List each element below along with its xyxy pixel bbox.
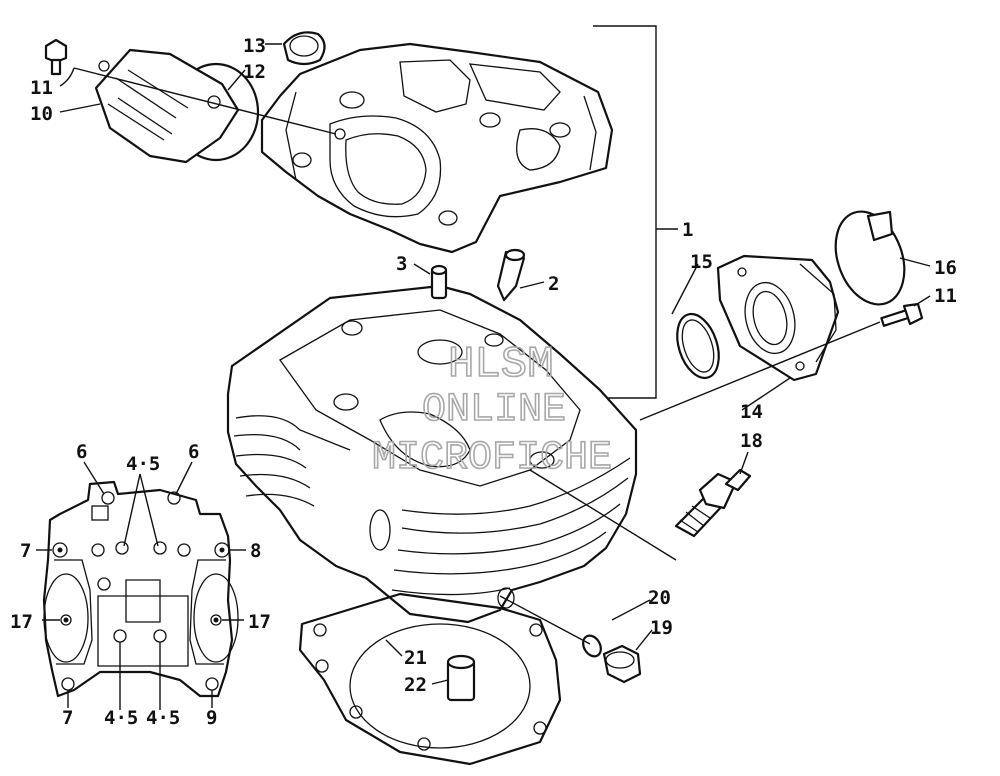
hose-clamp: [834, 210, 906, 306]
callout-16: 16: [934, 257, 957, 279]
assembly-bracket: [593, 25, 678, 399]
callout-12: 12: [243, 61, 266, 83]
callout-7-bottom: 7: [62, 707, 73, 729]
head-gasket: [298, 592, 562, 766]
dowel-pin: [430, 264, 448, 300]
bolt-upper-left: [44, 38, 68, 76]
callout-4-5-bottom-right: 4·5: [146, 707, 180, 729]
drain-plug: [602, 644, 642, 684]
callout-4-5-top: 4·5: [126, 453, 160, 475]
callout-18: 18: [740, 430, 763, 452]
watermark-line-3: MICROFICHE: [372, 436, 612, 481]
watermark: HLSM ONLINE MICROFICHE: [371, 339, 613, 482]
callout-22: 22: [404, 674, 427, 696]
callout-8: 8: [250, 540, 261, 562]
watermark-line-2: ONLINE: [422, 388, 566, 433]
bolt-right: [880, 302, 924, 327]
callout-13: 13: [243, 35, 266, 57]
valve-cover: [260, 42, 614, 254]
callout-9: 9: [206, 707, 217, 729]
callout-11-left: 11: [30, 77, 53, 99]
gasket-dowel: [446, 654, 476, 702]
callout-17-left: 17: [10, 611, 33, 633]
cylinder-head: [226, 284, 638, 624]
washer: [582, 634, 602, 658]
callout-1: 1: [682, 219, 693, 241]
callout-17-right: 17: [248, 611, 271, 633]
callout-19: 19: [650, 617, 673, 639]
torque-sequence-view: [42, 480, 239, 698]
watermark-line-1: HLSM: [448, 340, 554, 390]
plug-seal: [282, 31, 326, 66]
callout-6-right: 6: [188, 441, 199, 463]
callout-2: 2: [548, 273, 559, 295]
inspection-cover: [94, 48, 260, 164]
callout-21: 21: [404, 647, 427, 669]
callout-15: 15: [690, 251, 713, 273]
callout-11-right: 11: [934, 285, 957, 307]
callout-7-top: 7: [20, 540, 31, 562]
intake-boot: [716, 254, 840, 382]
callout-6-left: 6: [76, 441, 87, 463]
valve-guide: [496, 248, 526, 302]
callout-14: 14: [740, 401, 763, 423]
callout-4-5-bottom-left: 4·5: [104, 707, 138, 729]
callout-10: 10: [30, 103, 53, 125]
callout-3: 3: [396, 253, 407, 275]
spark-plug: [674, 468, 752, 538]
leader-lines: [36, 43, 931, 710]
callout-20: 20: [648, 587, 671, 609]
callouts: 1 2 3 13 12 11 10 15 16 11 14 18 20 19 2…: [10, 35, 957, 729]
intake-o-ring: [676, 312, 720, 380]
